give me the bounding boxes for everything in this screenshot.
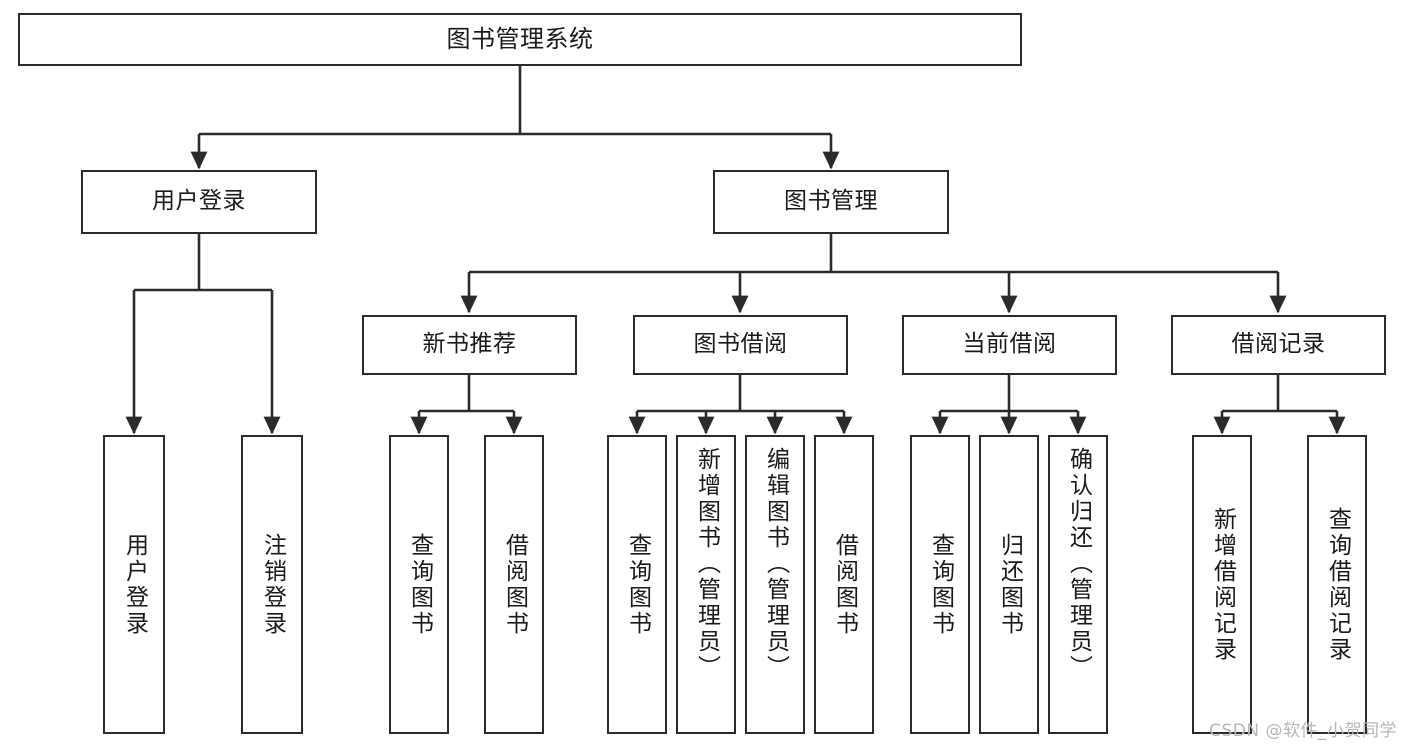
node-label: 新增借阅记录 [1209,506,1236,663]
node-book-borrow[interactable]: 图书借阅 [633,315,848,375]
leaf-book-borrow-query-book[interactable]: 查询图书 [607,435,667,734]
leaf-borrow-record-query-record[interactable]: 查询借阅记录 [1307,435,1367,734]
node-label: 图书借阅 [693,331,788,358]
leaf-book-borrow-borrow-book[interactable]: 借阅图书 [814,435,874,734]
node-label: 借阅图书 [831,532,858,637]
node-label: 当前借阅 [962,331,1057,358]
node-label: 归还图书 [996,532,1023,637]
leaf-user-login-logout[interactable]: 注销登录 [241,435,303,734]
node-label: 借阅图书 [501,532,528,637]
node-label: 用户登录 [152,188,246,215]
node-label: 借阅记录 [1231,331,1326,358]
node-label: 新增图书（管理员） [693,447,720,681]
leaf-borrow-record-add-record[interactable]: 新增借阅记录 [1192,435,1252,734]
leaf-new-book-query-book[interactable]: 查询图书 [389,435,449,734]
node-borrow-record[interactable]: 借阅记录 [1171,315,1386,375]
node-user-login[interactable]: 用户登录 [81,170,317,234]
node-current-borrow[interactable]: 当前借阅 [902,315,1117,375]
leaf-current-borrow-return-book[interactable]: 归还图书 [979,435,1039,734]
node-label: 新书推荐 [422,331,517,358]
leaf-user-login-login[interactable]: 用户登录 [103,435,165,734]
node-root-book-management-system[interactable]: 图书管理系统 [18,13,1022,66]
node-new-book-recommend[interactable]: 新书推荐 [362,315,577,375]
leaf-book-borrow-edit-book-admin[interactable]: 编辑图书（管理员） [745,435,805,734]
node-book-management[interactable]: 图书管理 [713,170,949,234]
leaf-current-borrow-confirm-return-admin[interactable]: 确认归还（管理员） [1048,435,1108,734]
leaf-current-borrow-query-book[interactable]: 查询图书 [910,435,970,734]
node-label: 查询图书 [927,532,954,637]
node-label: 用户登录 [121,532,148,637]
watermark-text: CSDN @软件_小贺同学 [1209,721,1397,741]
leaf-new-book-borrow-book[interactable]: 借阅图书 [484,435,544,734]
node-label: 图书管理系统 [446,25,594,54]
leaf-book-borrow-add-book-admin[interactable]: 新增图书（管理员） [676,435,736,734]
node-label: 注销登录 [259,532,286,637]
node-label: 图书管理 [784,188,878,215]
node-label: 查询图书 [406,532,433,637]
node-label: 编辑图书（管理员） [762,447,789,681]
node-label: 查询借阅记录 [1324,506,1351,663]
node-label: 查询图书 [624,532,651,637]
node-label: 确认归还（管理员） [1065,447,1092,681]
